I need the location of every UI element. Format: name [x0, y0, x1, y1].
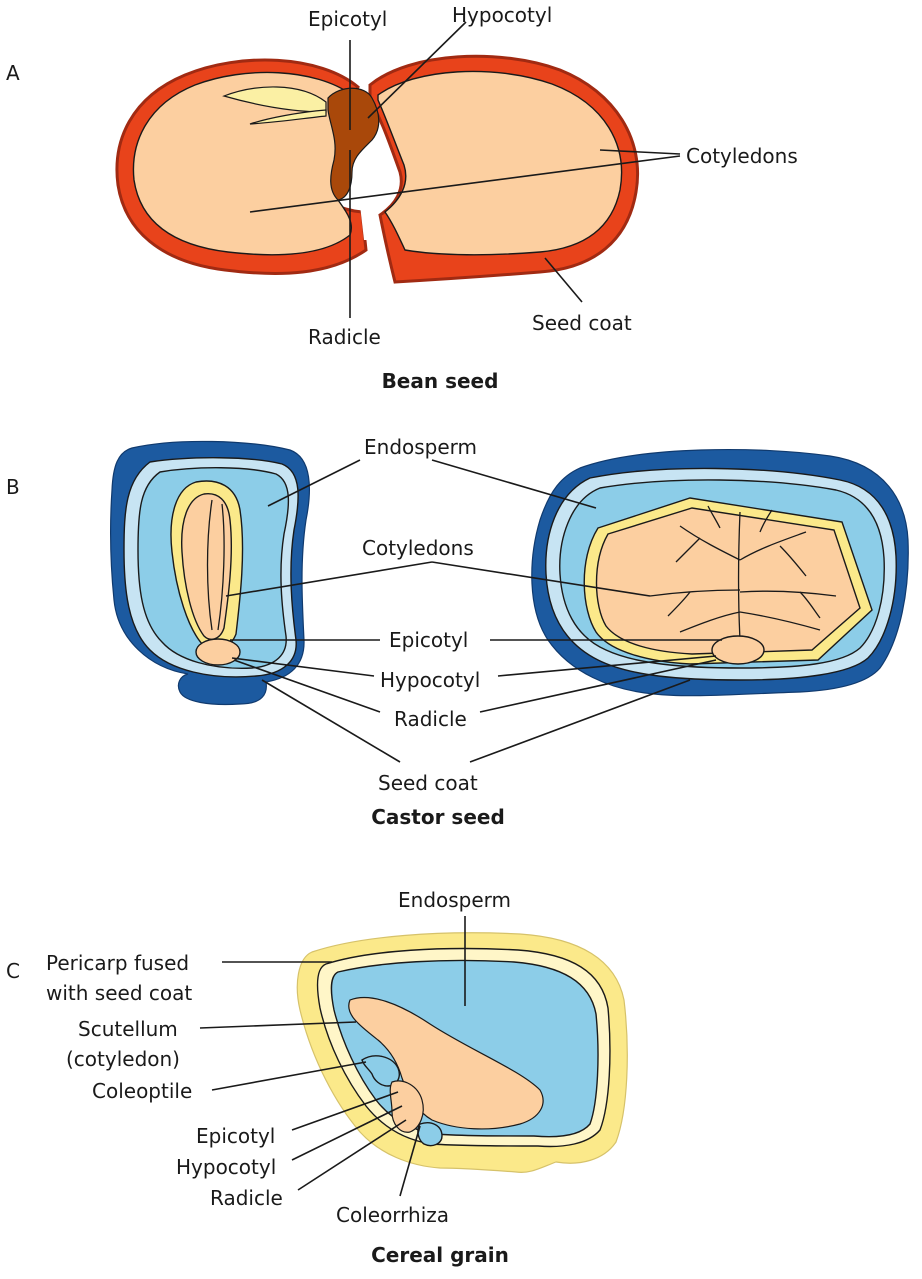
- castor-label-epicotyl: Epicotyl: [389, 628, 468, 652]
- castor-radicle-leader-2: [479, 659, 717, 713]
- panel-b-castor-seed: B: [6, 435, 909, 829]
- grain-radicle-leader: [297, 1119, 407, 1191]
- grain-label-hypocotyl: Hypocotyl: [176, 1155, 276, 1179]
- bean-lower-notch: [360, 205, 372, 240]
- bean-label-epicotyl: Epicotyl: [308, 7, 387, 31]
- bean-label-seed-coat: Seed coat: [532, 311, 632, 335]
- grain-label-coleorrhiza: Coleorrhiza: [336, 1203, 449, 1227]
- grain-coleorrhiza: [417, 1122, 443, 1147]
- bean-label-hypocotyl: Hypocotyl: [452, 3, 552, 27]
- bean-title: Bean seed: [382, 369, 499, 393]
- castor-cotyledons-leader-2: [431, 561, 651, 597]
- castor-left-embryo-axis: [195, 638, 241, 666]
- grain-scutellum: [348, 996, 544, 1130]
- grain-title: Cereal grain: [371, 1243, 509, 1267]
- castor-seed-coat-leader-1: [261, 679, 401, 763]
- grain-scutellum-leader: [199, 1021, 357, 1029]
- grain-label-radicle: Radicle: [210, 1186, 283, 1210]
- castor-radicle-leader-1: [233, 659, 381, 713]
- castor-right-embryo-axis: [711, 635, 765, 665]
- grain-embryo-axis: [389, 1080, 424, 1133]
- castor-cotyledons-leader-1: [225, 561, 433, 597]
- bean-cotyledons-leader-2: [249, 155, 681, 213]
- grain-label-endosperm: Endosperm: [398, 888, 511, 912]
- grain-label-epicotyl: Epicotyl: [196, 1124, 275, 1148]
- bean-plumule-leaf-2: [249, 109, 327, 125]
- castor-hypocotyl-leader-1: [231, 657, 375, 677]
- grain-label-pericarp-line1: Pericarp fused: [46, 951, 189, 975]
- castor-label-hypocotyl: Hypocotyl: [380, 668, 480, 692]
- bean-right-cotyledon: [377, 70, 623, 256]
- bean-cotyledons-leader-1: [599, 149, 681, 155]
- bean-seed-coat-leader: [544, 257, 583, 303]
- castor-label-seed-coat: Seed coat: [378, 771, 478, 795]
- panel-b-letter: B: [6, 475, 20, 499]
- bean-label-cotyledons: Cotyledons: [686, 144, 798, 168]
- panel-a-bean-seed: A Epicotyl Hypocotyl Cotyledons Radicle …: [6, 3, 798, 393]
- castor-label-cotyledons: Cotyledons: [362, 536, 474, 560]
- castor-label-endosperm: Endosperm: [364, 435, 477, 459]
- castor-hypocotyl-leader-2: [497, 655, 717, 677]
- castor-endosperm-leader-1: [267, 459, 361, 507]
- bean-embryo-axis: [327, 87, 380, 201]
- bean-hypocotyl-leader: [367, 21, 467, 119]
- bean-label-radicle: Radicle: [308, 325, 381, 349]
- castor-left-cotyledon-vein-1: [206, 499, 213, 631]
- castor-right-cotyledon-veins: [649, 505, 837, 641]
- castor-label-radicle: Radicle: [394, 707, 467, 731]
- panel-c-letter: C: [6, 959, 20, 983]
- castor-right-cotyledon-inner: [595, 507, 861, 655]
- panel-c-cereal-grain: C Endosperm Pericarp fused with seed coa…: [6, 888, 628, 1267]
- grain-coleorrhiza-leader: [399, 1125, 421, 1197]
- grain-coleoptile-leader: [211, 1061, 367, 1091]
- castor-left-cotyledon-vein-2: [217, 503, 225, 631]
- grain-label-scutellum-line2: (cotyledon): [66, 1047, 180, 1071]
- grain-hypocotyl-leader: [291, 1105, 403, 1161]
- grain-label-coleoptile: Coleoptile: [92, 1079, 192, 1103]
- grain-label-pericarp-line2: with seed coat: [46, 981, 192, 1005]
- bean-center-gap: [353, 153, 392, 193]
- grain-label-scutellum-line1: Scutellum: [78, 1017, 178, 1041]
- bean-plumule-leaf: [222, 86, 327, 113]
- castor-title: Castor seed: [371, 805, 505, 829]
- grain-epicotyl-leader: [291, 1091, 399, 1131]
- grain-coleoptile: [361, 1055, 400, 1087]
- panel-a-letter: A: [6, 61, 20, 85]
- castor-seed-coat-leader-2: [469, 679, 691, 763]
- castor-endosperm-leader-2: [431, 459, 597, 509]
